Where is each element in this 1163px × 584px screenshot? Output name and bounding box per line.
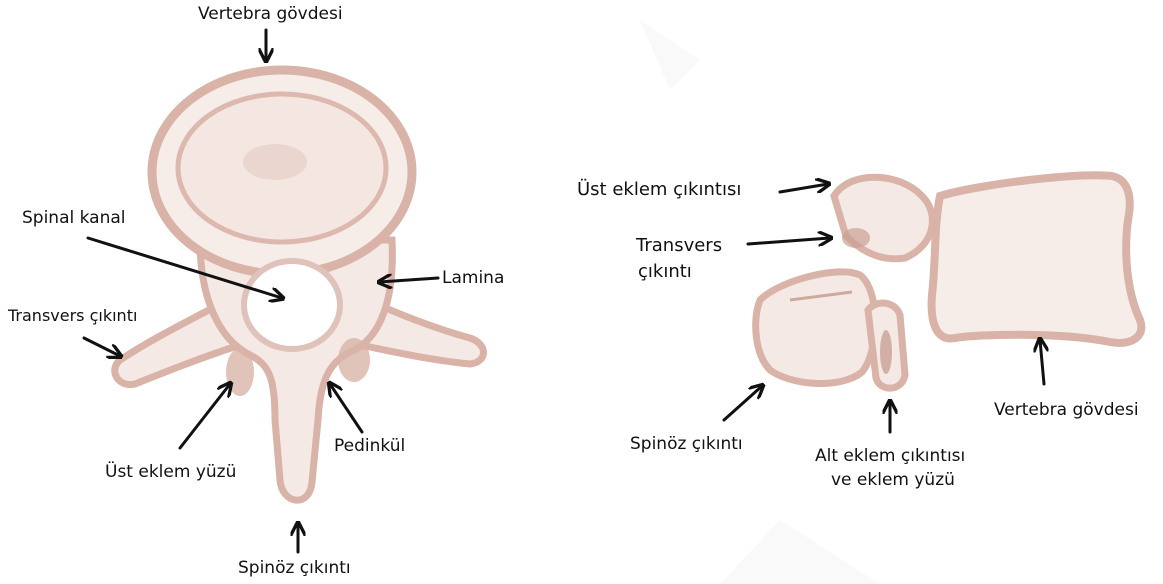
spinous-process-shape [756,272,876,384]
arrow-transverse-side [748,238,830,244]
label-inferior-articular-2: ve eklem yüzü [831,470,955,490]
label-transverse-process-side-2: çıkıntı [638,262,692,282]
side-vertebral-body-shape [932,175,1142,343]
right-facet-shadow [338,338,370,382]
vertebral-body-center [243,144,307,180]
label-pedicle: Pedinkül [334,436,405,456]
label-inferior-articular-1: Alt eklem çıkıntısı [815,446,965,466]
label-superior-articular-facet: Üst eklem yüzü [105,462,236,482]
transverse-process-shadow [842,228,870,248]
spinal-canal-shape [244,261,340,349]
label-spinal-canal: Spinal kanal [22,208,126,228]
inferior-facet-shadow [880,330,892,374]
arrow-spinous-side [724,386,762,420]
label-transverse-process-top: Transvers çıkıntı [8,306,137,326]
arrow-pedicle [330,384,362,432]
label-vertebral-body-top: Vertebra gövdesi [198,4,343,24]
arrow-vertebral-body-side [1040,340,1044,384]
top-view-vertebra [115,70,484,500]
side-view-vertebra [756,175,1142,388]
label-vertebral-body-side: Vertebra gövdesi [994,400,1139,420]
label-superior-articular-process: Üst eklem çıkıntısı [577,180,741,200]
arrow-superior-facet [180,384,230,448]
arrow-superior-articular [780,184,828,192]
label-lamina: Lamina [442,268,504,288]
left-facet-shadow [226,348,254,396]
label-spinous-process-side: Spinöz çıkıntı [630,434,743,454]
arrow-transverse-left [84,338,120,356]
label-transverse-process-side-1: Transvers [636,236,722,256]
label-spinous-process-top: Spinöz çıkıntı [238,558,351,578]
